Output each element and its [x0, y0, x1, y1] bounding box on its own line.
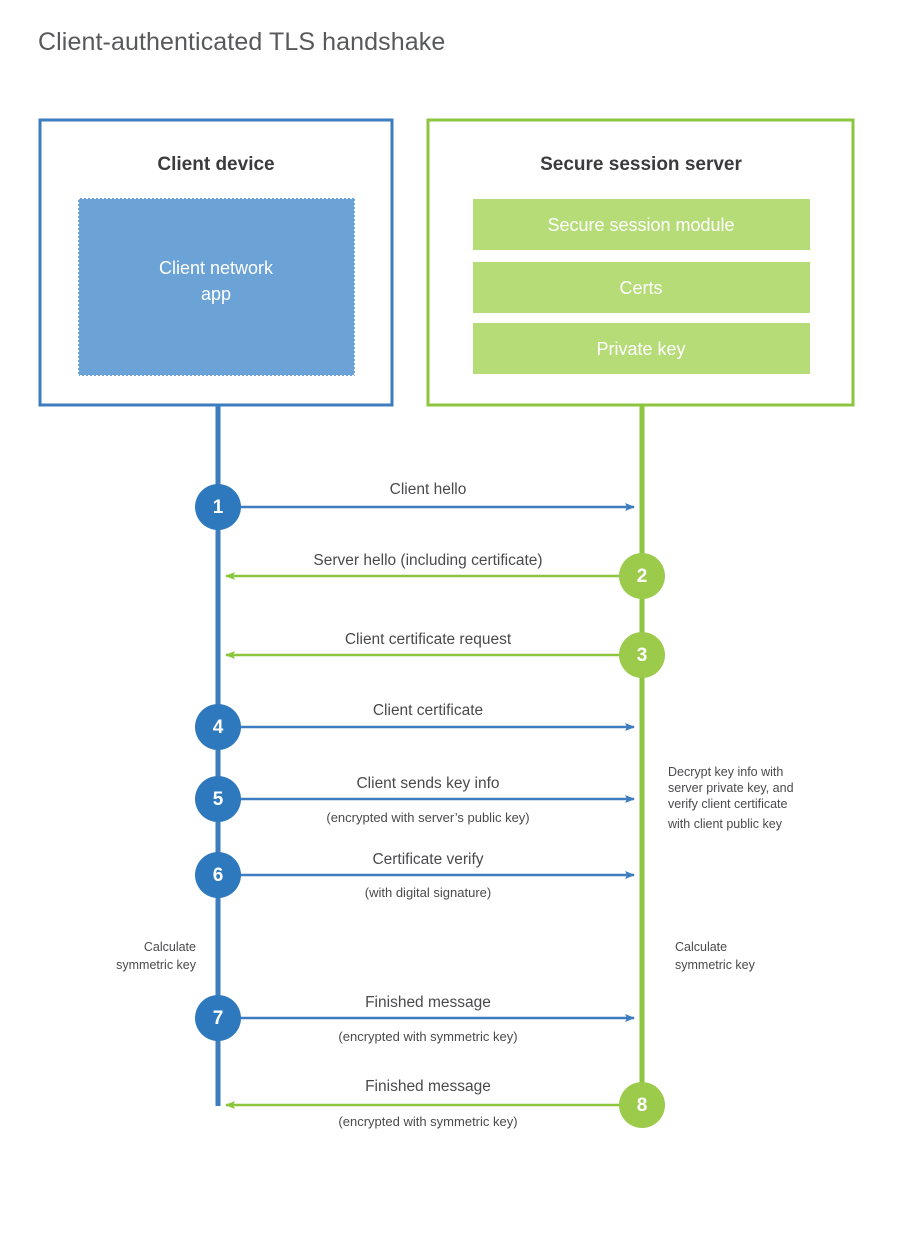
step-7-badge — [195, 995, 241, 1041]
server-module-secure-session-module — [473, 199, 810, 250]
step-1-badge — [195, 484, 241, 530]
step-8-badge — [619, 1082, 665, 1128]
secure-session-server-title: Secure session server — [540, 154, 742, 175]
step-1-primary-label: Client hello — [390, 481, 467, 498]
step-5-number: 5 — [213, 789, 224, 810]
client-network-app-label-line2: app — [201, 284, 231, 304]
step-2-number: 2 — [637, 566, 648, 587]
server-module-certs — [473, 262, 810, 313]
step-8-primary-label: Finished message — [365, 1078, 491, 1095]
client-network-app-box — [77, 197, 356, 377]
server-decrypt-note-line2: server private key, and — [668, 781, 794, 795]
step-4-badge — [195, 704, 241, 750]
client-device-title: Client device — [157, 154, 274, 175]
client-calculate-note-line2: symmetric key — [116, 958, 197, 972]
client-device-box: Client device Client network app — [38, 118, 394, 407]
step-8-secondary-label: (encrypted with symmetric key) — [338, 1114, 517, 1129]
step-7-secondary-label: (encrypted with symmetric key) — [338, 1029, 517, 1044]
client-calculate-note: Calculate symmetric key — [116, 940, 197, 972]
step-5-primary-label: Client sends key info — [356, 775, 499, 792]
server-decrypt-note-line1: Decrypt key info with — [668, 765, 783, 779]
step-3-badge — [619, 632, 665, 678]
step-8-number: 8 — [637, 1095, 648, 1116]
step-6-number: 6 — [213, 865, 224, 886]
server-decrypt-note-line3: verify client certificate — [668, 797, 788, 811]
step-7-number: 7 — [213, 1008, 224, 1029]
page-title: Client-authenticated TLS handshake — [38, 28, 446, 56]
step-6-secondary-label: (with digital signature) — [365, 885, 491, 900]
step-5-badge — [195, 776, 241, 822]
server-calculate-note: Calculate symmetric key — [675, 940, 756, 972]
step-1-number: 1 — [213, 497, 224, 518]
client-calculate-note-line1: Calculate — [144, 940, 196, 954]
step-4-number: 4 — [213, 717, 224, 738]
step-2-badge — [619, 553, 665, 599]
step-6-badge — [195, 852, 241, 898]
server-module-label-1: Certs — [619, 278, 662, 298]
step-3-row: Client certificate request 3 — [225, 631, 665, 678]
server-decrypt-note-line4: with client public key — [667, 817, 783, 831]
server-calculate-note-line2: symmetric key — [675, 958, 756, 972]
step-3-number: 3 — [637, 645, 648, 666]
step-2-primary-label: Server hello (including certificate) — [313, 552, 542, 569]
step-3-primary-label: Client certificate request — [345, 631, 512, 648]
step-4-primary-label: Client certificate — [373, 702, 483, 719]
step-1-row: Client hello 1 — [195, 481, 635, 530]
step-5-row: Client sends key info (encrypted with se… — [195, 775, 635, 825]
step-2-row: Server hello (including certificate) 2 — [225, 552, 665, 599]
server-decrypt-note: Decrypt key info with server private key… — [667, 765, 794, 831]
secure-session-server-box: Secure session server Secure session mod… — [426, 118, 855, 407]
client-network-app-label-line1: Client network — [159, 258, 274, 278]
step-8-row: Finished message (encrypted with symmetr… — [225, 1078, 665, 1129]
step-6-primary-label: Certificate verify — [372, 851, 483, 868]
step-5-secondary-label: (encrypted with server’s public key) — [326, 810, 529, 825]
step-4-row: Client certificate 4 — [195, 702, 635, 750]
server-module-label-0: Secure session module — [547, 215, 734, 235]
server-module-label-2: Private key — [596, 339, 685, 359]
step-7-primary-label: Finished message — [365, 994, 491, 1011]
step-6-row: Certificate verify (with digital signatu… — [195, 851, 635, 900]
step-7-row: Finished message (encrypted with symmetr… — [195, 994, 635, 1044]
server-calculate-note-line1: Calculate — [675, 940, 727, 954]
server-module-private-key — [473, 323, 810, 374]
